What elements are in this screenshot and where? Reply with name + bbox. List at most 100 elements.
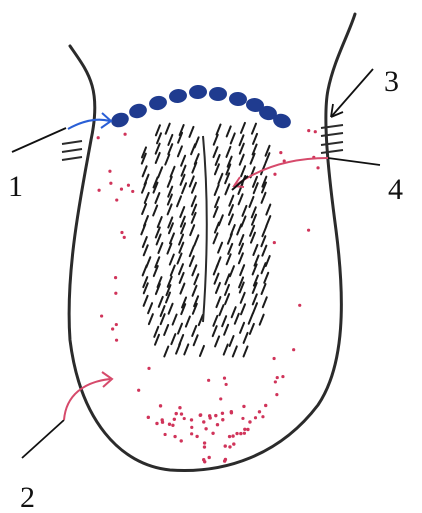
filiform-mark bbox=[249, 314, 253, 324]
taste-dot bbox=[275, 393, 278, 396]
filiform-mark bbox=[215, 336, 219, 346]
taste-dot bbox=[243, 428, 246, 431]
filiform-mark bbox=[155, 193, 159, 203]
filiform-mark bbox=[226, 147, 230, 157]
callout-2: 2 bbox=[20, 372, 112, 513]
filiform-mark bbox=[227, 126, 231, 136]
filiform-mark bbox=[167, 244, 171, 254]
filiform-mark bbox=[218, 243, 222, 253]
filiform-mark bbox=[179, 264, 183, 274]
taste-dot bbox=[225, 383, 228, 386]
filiform-mark bbox=[253, 245, 257, 255]
filiform-mark bbox=[244, 346, 248, 356]
papilla-dot bbox=[127, 102, 148, 120]
filiform-mark bbox=[178, 146, 182, 156]
filiform-mark bbox=[153, 206, 157, 216]
filiform-mark bbox=[190, 256, 194, 266]
filiform-mark bbox=[171, 266, 175, 276]
filiform-mark bbox=[261, 236, 265, 246]
taste-dot bbox=[203, 445, 206, 448]
filiform-mark bbox=[158, 167, 162, 177]
taste-dot bbox=[190, 432, 193, 435]
taste-dot bbox=[127, 184, 130, 187]
filiform-mark bbox=[262, 263, 266, 273]
filiform-mark bbox=[240, 155, 244, 165]
taste-dot bbox=[243, 432, 246, 435]
filiform-mark bbox=[186, 317, 190, 327]
filiform-mark bbox=[214, 207, 218, 217]
filiform-mark bbox=[200, 346, 204, 356]
filiform-mark bbox=[177, 196, 181, 206]
filiform-mark bbox=[176, 344, 180, 354]
taste-dot bbox=[224, 444, 227, 447]
taste-dot bbox=[216, 423, 219, 426]
taste-dot bbox=[298, 304, 301, 307]
taste-dot bbox=[246, 428, 249, 431]
filiform-mark bbox=[142, 204, 146, 214]
taste-dot bbox=[281, 375, 284, 378]
filiform-mark bbox=[240, 265, 244, 275]
filiform-mark bbox=[213, 147, 217, 157]
taste-dot bbox=[208, 414, 211, 417]
filiform-mark bbox=[250, 324, 254, 334]
papilla-dot bbox=[229, 91, 248, 106]
papilla-dot bbox=[189, 84, 208, 99]
papilla-dot bbox=[168, 88, 188, 104]
filiform-mark bbox=[144, 245, 148, 255]
filiform-mark bbox=[264, 273, 268, 283]
median-sulcus bbox=[203, 136, 207, 322]
filiform-mark bbox=[194, 335, 198, 345]
taste-dot bbox=[276, 376, 279, 379]
taste-dot bbox=[190, 418, 193, 421]
filiform-mark bbox=[149, 314, 153, 324]
filiform-mark bbox=[214, 264, 218, 274]
taste-dot bbox=[272, 357, 275, 360]
taste-dot bbox=[171, 424, 174, 427]
filiform-mark bbox=[262, 246, 266, 256]
filiform-mark bbox=[144, 296, 148, 306]
circumvallate-papillae bbox=[109, 84, 292, 130]
filiform-mark bbox=[156, 125, 160, 135]
taste-dot bbox=[235, 432, 238, 435]
taste-dot bbox=[120, 231, 123, 234]
filiform-mark bbox=[166, 124, 170, 134]
filiform-mark bbox=[165, 155, 169, 165]
filiform-mark bbox=[218, 174, 222, 184]
taste-dot bbox=[258, 410, 261, 413]
filiform-mark bbox=[194, 274, 198, 284]
taste-dot bbox=[274, 380, 277, 383]
filiform-mark bbox=[180, 284, 184, 294]
filiform-mark bbox=[180, 273, 184, 283]
filiform-mark bbox=[241, 123, 245, 133]
filiform-mark bbox=[170, 233, 174, 243]
taste-dot bbox=[115, 198, 118, 201]
taste-dot bbox=[273, 173, 276, 176]
filiform-mark bbox=[190, 176, 194, 186]
filiform-mark bbox=[225, 184, 229, 194]
filiform-mark bbox=[253, 134, 257, 144]
filiform-mark bbox=[213, 326, 217, 336]
taste-dot bbox=[159, 404, 162, 407]
filiform-mark bbox=[219, 305, 223, 315]
filiform-mark bbox=[244, 333, 248, 343]
taste-dot bbox=[307, 129, 310, 132]
taste-dot bbox=[155, 422, 158, 425]
filiform-mark bbox=[237, 224, 241, 234]
filiform-mark bbox=[231, 133, 235, 143]
filiform-mark bbox=[194, 235, 198, 245]
filiform-mark bbox=[148, 303, 152, 313]
filiform-mark bbox=[239, 253, 243, 263]
taste-dot bbox=[109, 182, 112, 185]
filiform-mark bbox=[263, 297, 267, 307]
taste-dot bbox=[273, 241, 276, 244]
filiform-mark bbox=[214, 233, 218, 243]
taste-dot bbox=[180, 412, 183, 415]
taste-dot bbox=[214, 414, 217, 417]
filiform-mark bbox=[173, 315, 177, 325]
papilla-dot bbox=[209, 87, 227, 101]
filiform-mark bbox=[178, 324, 182, 334]
filiform-mark bbox=[232, 307, 236, 317]
filiform-mark bbox=[214, 274, 218, 284]
filiform-mark bbox=[266, 216, 270, 226]
taste-dot bbox=[316, 166, 319, 169]
